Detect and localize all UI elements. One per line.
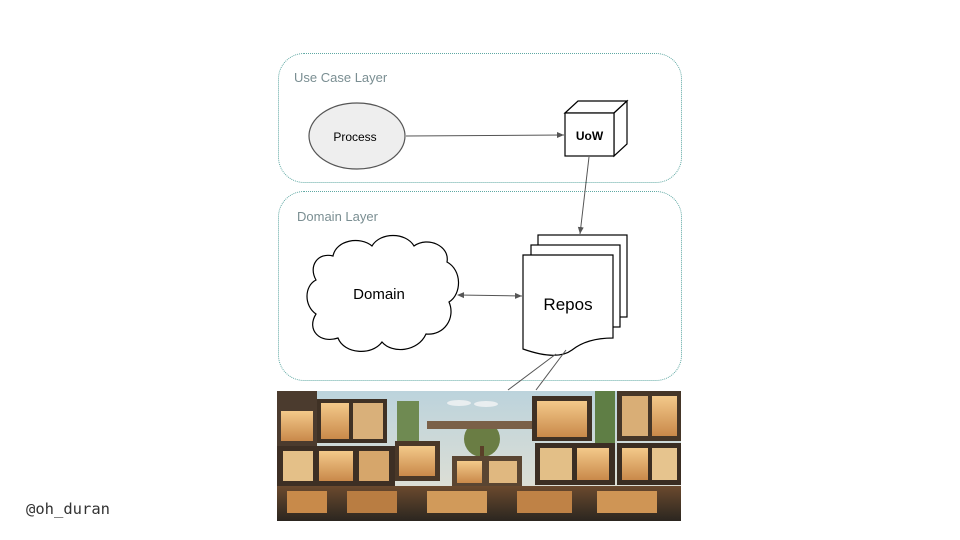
process-label: Process: [333, 130, 376, 144]
uow-label: UoW: [576, 129, 604, 143]
domain-label: Domain: [353, 286, 405, 303]
domain-cloud-node: Domain: [306, 234, 460, 352]
use-case-layer-box: [278, 53, 682, 183]
callout-line-left: [507, 353, 557, 391]
callout-line-right: [535, 349, 567, 391]
process-node: Process: [308, 102, 406, 170]
process-to-uow-arrow: [405, 132, 565, 139]
uow-cube-node: UoW: [563, 99, 629, 158]
uow-to-repos-arrow: [577, 156, 590, 235]
repos-label: Repos: [543, 295, 592, 314]
domain-layer-box: [278, 191, 682, 381]
building-photo: [277, 391, 681, 521]
author-handle: @oh_duran: [26, 500, 110, 518]
domain-repos-arrow: [457, 292, 523, 299]
domain-layer-title: Domain Layer: [297, 209, 378, 224]
use-case-layer-title: Use Case Layer: [294, 70, 388, 85]
modular-apartment-building-icon: [277, 391, 681, 521]
repos-documents-node: Repos: [522, 234, 628, 356]
